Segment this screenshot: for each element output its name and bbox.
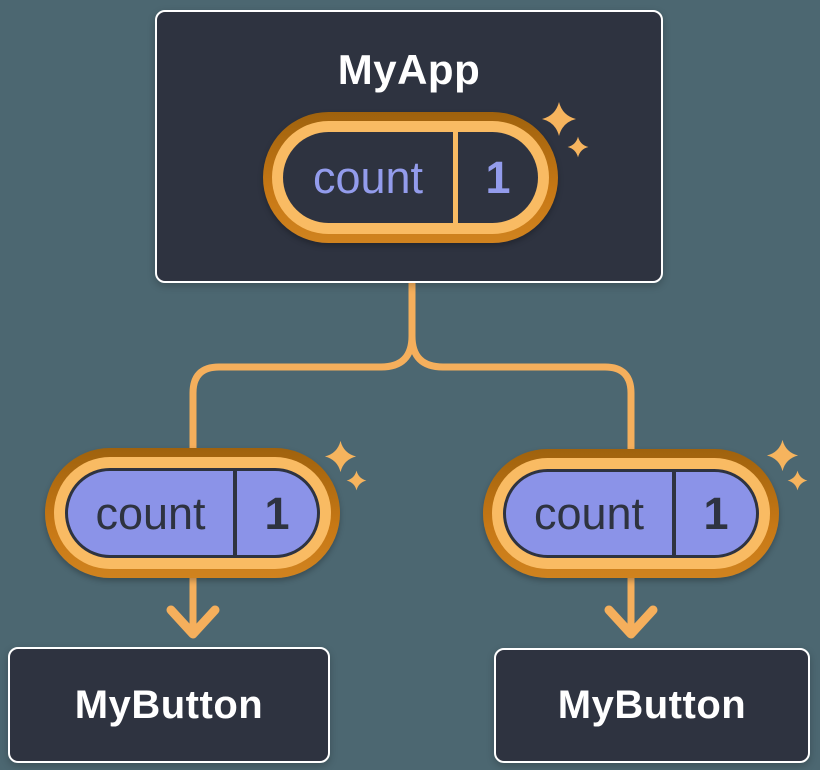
arrow-left-head-icon [166, 605, 220, 639]
state-pill-root: count 1 [263, 112, 558, 243]
state-pill-left-label: count [95, 487, 206, 539]
node-mybutton-right-label: MyButton [557, 683, 747, 727]
state-pill-left-ring: count 1 [54, 457, 331, 569]
state-pill-left-value: 1 [264, 487, 290, 539]
state-pill-right-label: count [533, 488, 645, 539]
sparkle-icon [324, 440, 357, 473]
node-mybutton-left-label: MyButton [74, 682, 264, 727]
state-pill-right-ring: count 1 [492, 458, 770, 569]
pill-divider [672, 472, 676, 555]
pill-divider [453, 132, 458, 223]
sparkle-icon [346, 470, 367, 491]
sparkle-icon [787, 470, 808, 491]
state-pill-root-value: 1 [485, 152, 511, 203]
arrow-right-head-icon [604, 605, 658, 639]
sparkle-icon [766, 439, 799, 472]
sparkle-icon [567, 136, 589, 158]
node-mybutton-right: MyButton [494, 648, 810, 763]
state-pill-right: count 1 [483, 449, 779, 578]
state-pill-root-ring: count 1 [272, 121, 549, 234]
state-pill-right-value: 1 [703, 488, 729, 539]
sparkle-icon [542, 102, 576, 136]
state-pill-left: count 1 [45, 448, 340, 578]
node-mybutton-left: MyButton [8, 647, 330, 763]
node-myapp-label: MyApp [337, 46, 481, 93]
branch-right-line [408, 280, 635, 459]
state-pill-root-label: count [312, 152, 424, 203]
pill-divider [233, 471, 237, 555]
branch-left-line [189, 280, 416, 459]
